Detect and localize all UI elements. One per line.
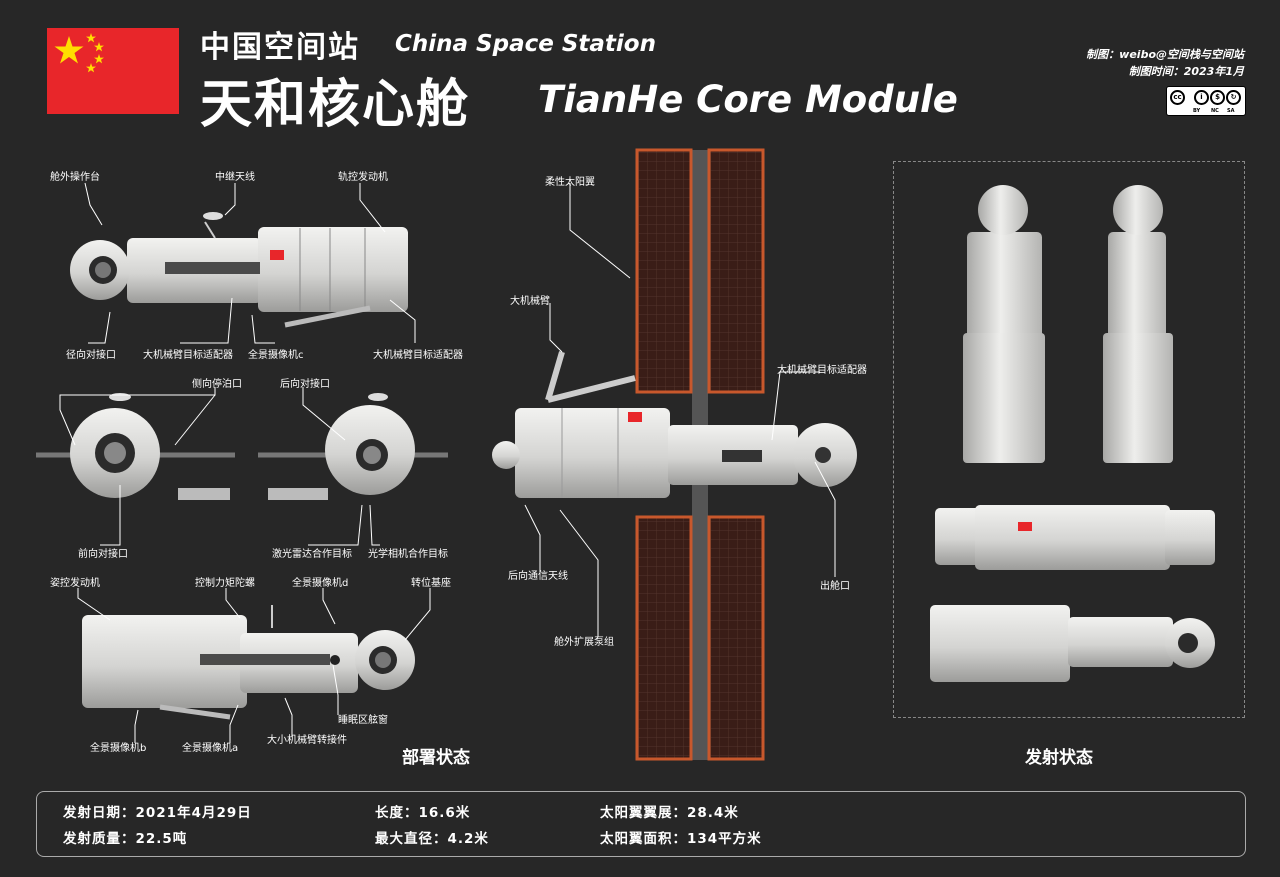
deployed-main-view xyxy=(492,148,857,761)
spec-launch-mass: 发射质量：22.5吨 xyxy=(63,831,188,847)
front-end-view xyxy=(36,393,235,500)
label-arm-adapter-3: 大机械臂目标适配器 xyxy=(777,365,867,376)
label-orbit-engine: 轨控发动机 xyxy=(338,172,388,183)
cc-icon: cc xyxy=(1170,90,1185,105)
label-arm-transfer: 大小机械臂转接件 xyxy=(267,735,347,746)
credit-date: 制图时间：2023年1月 xyxy=(1128,65,1244,78)
spec-wing-area: 太阳翼面积：134平方米 xyxy=(600,831,762,847)
cc-nc-label: NC xyxy=(1211,108,1219,114)
label-big-arm: 大机械臂 xyxy=(510,296,550,307)
cc-by-label: BY xyxy=(1193,108,1201,114)
section-launch: 发射状态 xyxy=(1025,748,1093,768)
cc-nc-icon: $ xyxy=(1210,90,1225,105)
label-optical-camera-target: 光学相机合作目标 xyxy=(368,549,448,560)
cc-license-badge: cc i $ ↻ BY NC SA xyxy=(1166,86,1246,116)
launch-state-views xyxy=(930,185,1215,682)
title-en-sub: China Space Station xyxy=(395,31,656,57)
label-panoramic-b: 全景摄像机b xyxy=(90,743,147,754)
label-transfer-base: 转位基座 xyxy=(411,578,451,589)
label-relay-antenna: 中继天线 xyxy=(215,172,255,183)
label-rear-port: 后向对接口 xyxy=(280,379,330,390)
specs-panel: 发射日期：2021年4月29日 发射质量：22.5吨 长度：16.6米 最大直径… xyxy=(36,791,1246,857)
label-radial-port: 径向对接口 xyxy=(66,350,116,361)
label-arm-adapter-1: 大机械臂目标适配器 xyxy=(143,350,233,361)
label-panoramic-d: 全景摄像机d xyxy=(292,578,349,589)
label-arm-adapter-2: 大机械臂目标适配器 xyxy=(373,350,463,361)
label-rear-comm-antenna: 后向通信天线 xyxy=(508,571,568,582)
credit-author: 制图：weibo@空间栈与空间站 xyxy=(1086,48,1244,61)
label-panoramic-a: 全景摄像机a xyxy=(182,743,239,754)
top-side-view xyxy=(70,212,408,328)
label-side-berthing: 侧向停泊口 xyxy=(192,379,242,390)
spec-max-diameter: 最大直径：4.2米 xyxy=(375,831,489,847)
label-panoramic-c: 全景摄像机c xyxy=(248,350,304,361)
label-attitude-engine: 姿控发动机 xyxy=(50,578,100,589)
label-exit-hatch: 出舱口 xyxy=(820,581,850,592)
label-pump-group: 舱外扩展泵组 xyxy=(554,637,614,648)
spec-length: 长度：16.6米 xyxy=(375,805,471,821)
bottom-side-view xyxy=(82,605,415,720)
spec-wingspan: 太阳翼翼展：28.4米 xyxy=(600,805,739,821)
section-deployed: 部署状态 xyxy=(402,748,470,768)
cc-sa-label: SA xyxy=(1227,108,1235,114)
spec-launch-date: 发射日期：2021年4月29日 xyxy=(63,805,252,821)
label-exterior-platform: 舱外操作台 xyxy=(50,172,100,183)
label-sleep-window: 睡眠区舷窗 xyxy=(338,715,388,726)
flag-stars-icon xyxy=(54,33,104,73)
title-en-main: TianHe Core Module xyxy=(538,78,958,121)
launch-state-frame xyxy=(893,161,1245,718)
label-laser-radar-target: 激光雷达合作目标 xyxy=(272,549,352,560)
rear-end-view xyxy=(258,393,448,500)
cc-sa-icon: ↻ xyxy=(1226,90,1241,105)
label-cmg: 控制力矩陀螺 xyxy=(195,578,255,589)
leader-lines xyxy=(59,182,836,743)
china-flag xyxy=(47,28,179,114)
label-front-port: 前向对接口 xyxy=(78,549,128,560)
title-cn-sub: 中国空间站 xyxy=(200,30,360,65)
cc-by-icon: i xyxy=(1194,90,1209,105)
title-cn-main: 天和核心舱 xyxy=(200,75,471,135)
label-flexible-solar: 柔性太阳翼 xyxy=(545,177,595,188)
